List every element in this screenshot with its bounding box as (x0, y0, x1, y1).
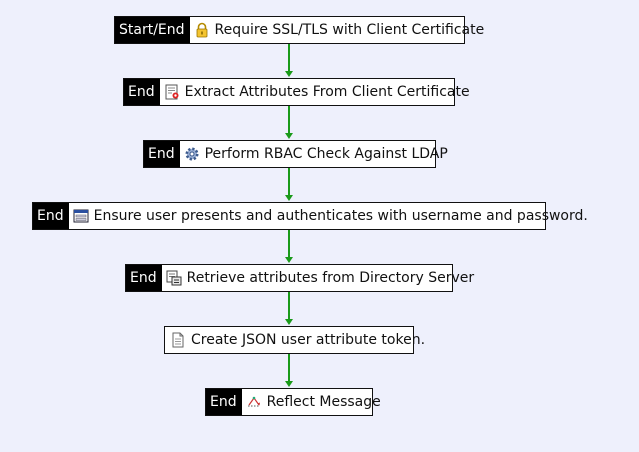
lock-icon (194, 22, 210, 38)
step-retrieve-attributes[interactable]: End Retrieve attributes from Directory S… (125, 264, 474, 292)
step-tag: End (124, 79, 160, 105)
step-rbac-check[interactable]: End Perform RBAC Check Against LDAP (143, 140, 448, 168)
connector-arrowhead (285, 71, 293, 77)
connector-arrowhead (285, 319, 293, 325)
login-form-icon (73, 208, 89, 224)
connector-arrowhead (285, 381, 293, 387)
reflect-icon (246, 394, 262, 410)
step-require-ssl[interactable]: Start/End Require SSL/TLS with Client Ce… (114, 16, 484, 44)
step-tag: End (126, 265, 162, 291)
step-label: Extract Attributes From Client Certifica… (184, 84, 470, 100)
step-tag: Start/End (115, 17, 190, 43)
step-label: Retrieve attributes from Directory Serve… (186, 270, 475, 286)
step-label: Reflect Message (266, 394, 381, 410)
step-extract-attributes[interactable]: End Extract Attributes From Client Certi… (123, 78, 470, 106)
step-tag: End (33, 203, 69, 229)
document-icon (170, 332, 186, 348)
step-tag: End (206, 389, 242, 415)
step-label: Require SSL/TLS with Client Certificate (214, 22, 485, 38)
step-label: Ensure user presents and authenticates w… (93, 208, 588, 224)
step-create-json-token[interactable]: Create JSON user attribute token. (164, 326, 425, 354)
directory-icon (166, 270, 182, 286)
step-label: Perform RBAC Check Against LDAP (204, 146, 448, 162)
step-tag: End (144, 141, 180, 167)
gear-icon (184, 146, 200, 162)
certificate-icon (164, 84, 180, 100)
step-label: Create JSON user attribute token. (191, 332, 426, 348)
connector-arrowhead (285, 195, 293, 201)
connector-arrowhead (285, 133, 293, 139)
step-reflect-message[interactable]: End Reflect Message (205, 388, 381, 416)
connector-arrowhead (285, 257, 293, 263)
step-username-password[interactable]: End Ensure user presents and authenticat… (32, 202, 588, 230)
